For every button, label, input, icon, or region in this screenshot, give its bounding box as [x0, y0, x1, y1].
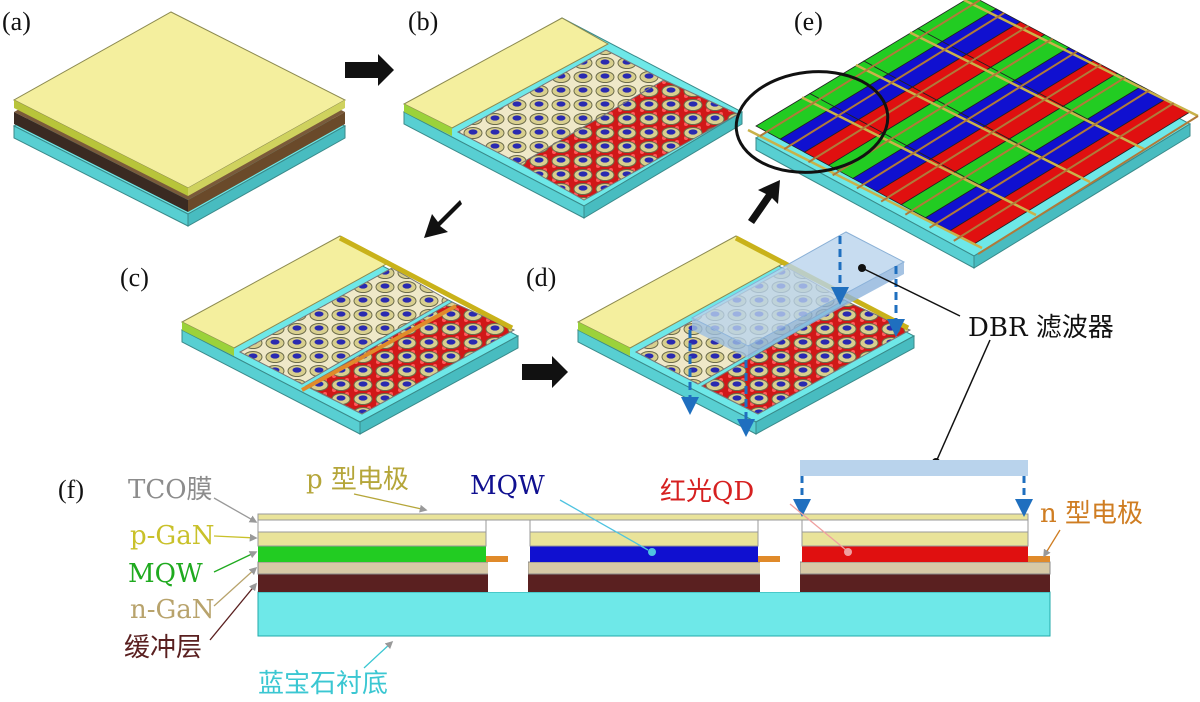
panel-label-c: (c) [120, 263, 149, 292]
p-electrode-line [963, 0, 1199, 118]
n-electrode-line [953, 102, 1175, 242]
arrow-b-to-c-icon [424, 200, 462, 238]
panel-label-b: (b) [408, 7, 438, 36]
label-p-electrode: p 型电极 [306, 465, 409, 495]
label-tco: TCO膜 [128, 475, 213, 505]
panel-f-cross-section [257, 460, 1051, 637]
dbr-label: DBR 滤波器 [968, 313, 1114, 343]
label-mqw-center: MQW [470, 471, 545, 501]
panel-label-a: (a) [2, 7, 31, 36]
panel-a-wafer [12, 11, 347, 227]
label-mqw-left: MQW [128, 559, 203, 589]
panel-label-d: (d) [526, 263, 556, 292]
label-buffer: 缓冲层 [124, 633, 202, 663]
n-electrode-line [807, 24, 1029, 164]
pixel-stripes [755, 0, 1191, 245]
n-electrode-line [904, 76, 1126, 216]
dbr-callout: DBR 滤波器 [858, 264, 1114, 466]
p-electrode-line [855, 63, 1091, 184]
electrode-grid [747, 0, 1199, 255]
n-electrode-line [977, 115, 1199, 255]
p-electrode-line [909, 31, 1145, 151]
arrow-d-to-e-icon [748, 180, 780, 224]
arrow-c-to-d-icon [522, 356, 568, 388]
p-electrode-line [747, 128, 983, 250]
label-p-gan: p-GaN [130, 521, 214, 551]
panel-d-dbr-assembly [576, 231, 916, 437]
n-electrode-line [880, 63, 1102, 203]
n-electrode-line [929, 89, 1151, 229]
panel-e-pixel-array [734, 0, 1199, 269]
panel-b-etched-wafer [402, 17, 744, 219]
highlight-circle [734, 70, 890, 174]
panel-c-electrodes [180, 235, 520, 435]
n-electrode-line [856, 50, 1078, 190]
label-sapphire: 蓝宝石衬底 [258, 669, 388, 699]
panel-label-e: (e) [794, 7, 823, 36]
panel-label-f: (f) [58, 475, 84, 504]
label-red-qd: 红光QD [660, 477, 754, 507]
label-n-gan: n-GaN [130, 595, 215, 625]
label-leaders [209, 493, 1061, 669]
arrow-a-to-b-icon [345, 54, 394, 86]
n-electrode-line [783, 12, 1005, 150]
label-n-electrode: n 型电极 [1040, 499, 1143, 529]
n-electrode-line [759, 0, 981, 137]
p-electrode-line [801, 96, 1037, 217]
